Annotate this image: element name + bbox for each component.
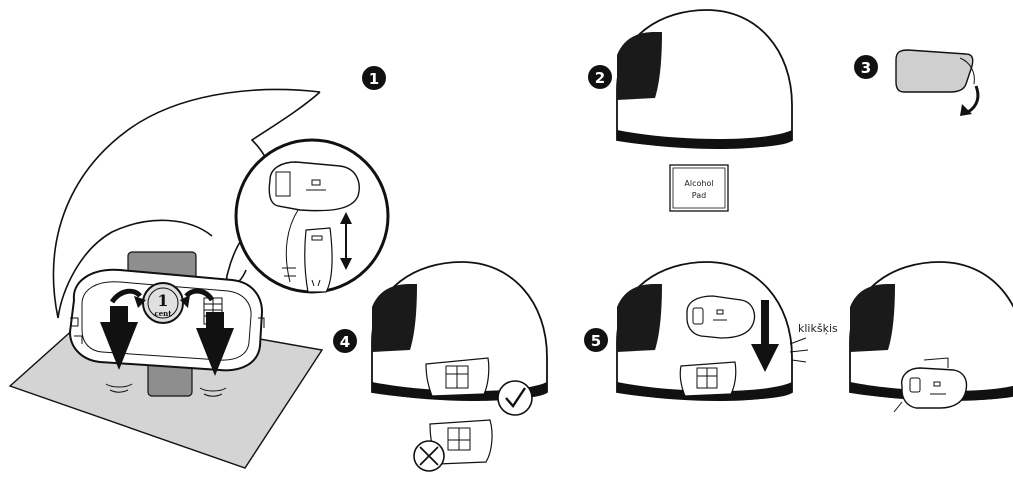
helmet-step-2 (617, 10, 792, 149)
helmet-step-4 (372, 262, 547, 401)
alcohol-pad-line1: Alcohol (684, 179, 713, 188)
check-icon (498, 381, 532, 415)
coin-unit: cent (154, 309, 172, 318)
step-3-badge: 3 (854, 55, 878, 79)
click-sound-label: klikšķis (798, 322, 838, 335)
alcohol-pad-line2: Pad (692, 191, 706, 200)
step-2-badge: 2 (588, 65, 612, 89)
step-5-badge: 5 (584, 328, 608, 352)
click-sound: klikšķis (790, 322, 838, 362)
step-3-number: 3 (861, 59, 871, 77)
step-1-number: 1 (369, 70, 379, 88)
peel-arrow-icon (968, 86, 978, 112)
step-1-badge: 1 (362, 66, 386, 90)
step-5-number: 5 (591, 332, 601, 350)
step-4-number: 4 (340, 333, 350, 351)
step-4-badge: 4 (333, 329, 357, 353)
coin-icon: 1 cent (143, 283, 183, 323)
alcohol-pad: Alcohol Pad (670, 165, 728, 211)
cross-icon (414, 441, 444, 471)
adhesive-pad (896, 50, 978, 116)
step-2-number: 2 (595, 69, 605, 87)
helmet-final (850, 262, 1013, 412)
detail-inset (236, 140, 388, 292)
coin-value: 1 (157, 291, 168, 310)
